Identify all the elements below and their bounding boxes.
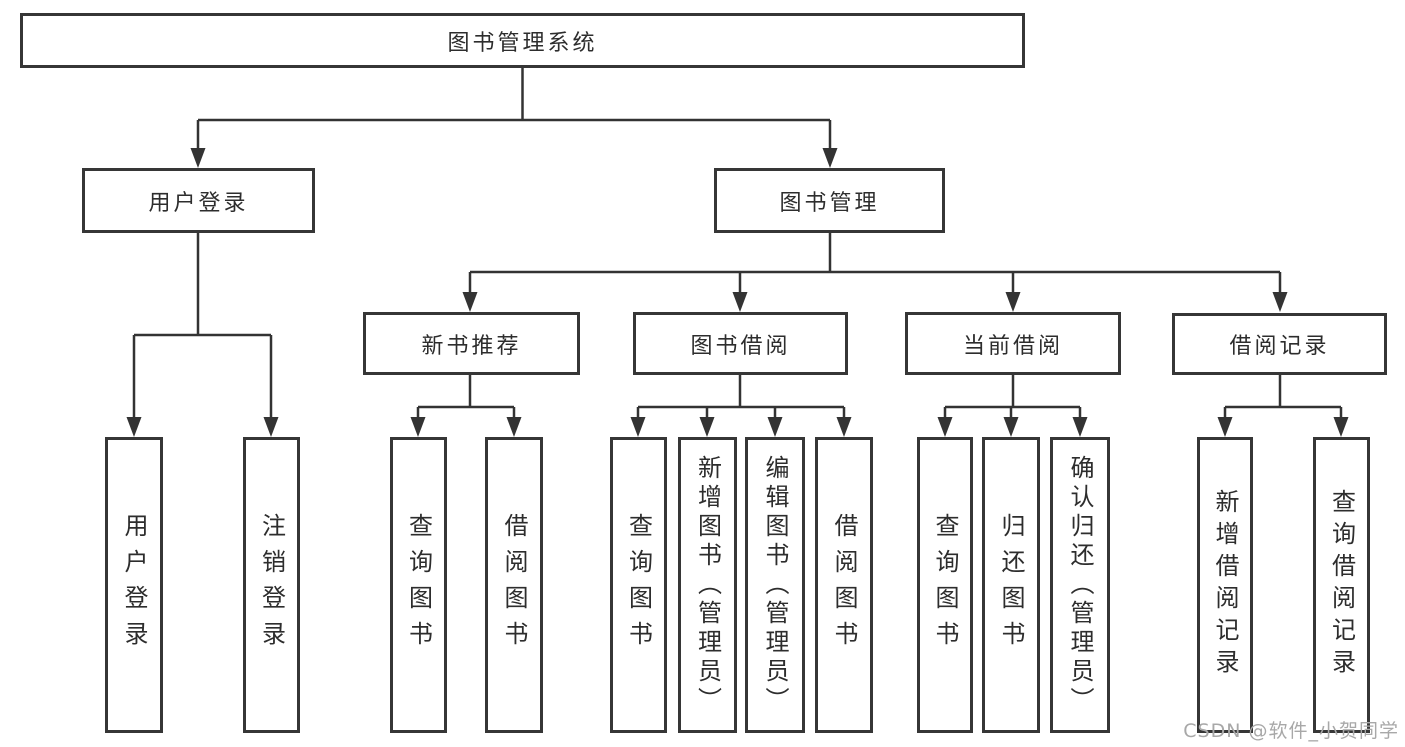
node-current-borrowing: 当前借阅 [905,312,1121,375]
arrowhead [836,417,852,437]
leaf-label: 新增借阅记录 [1211,489,1239,681]
leaf-add-book-admin: 新增图书（管理员） [678,437,737,733]
arrowhead [1333,417,1349,437]
leaf-query-borrow-record: 查询借阅记录 [1313,437,1370,733]
connector-borrow-record-group [1223,375,1343,419]
leaf-label: 编辑图书（管理员） [761,454,789,716]
leaf-label: 新增图书（管理员） [693,454,722,716]
arrowhead [126,417,142,437]
arrowheads [126,148,1349,437]
leaf-return-book: 归还图书 [982,437,1040,733]
leaf-label: 借阅图书 [500,513,528,657]
arrowhead [937,417,953,437]
connector-new-book-group [416,375,516,419]
node-book-management: 图书管理 [714,168,945,233]
arrowhead [190,148,206,168]
arrowhead [506,417,522,437]
arrowhead [1003,417,1019,437]
leaf-borrow-books-borrow: 借阅图书 [815,437,873,733]
connector-book-borrow-group [636,375,846,419]
connector-root [196,68,832,150]
arrowhead [1005,292,1021,312]
connector-user-login-group [132,233,273,419]
leaf-label: 确认归还（管理员） [1066,454,1094,716]
arrowhead [410,417,426,437]
leaf-label: 查询图书 [624,513,653,657]
leaf-query-books-borrow: 查询图书 [610,437,667,733]
leaf-logout: 注销登录 [243,437,300,733]
node-root: 图书管理系统 [20,13,1025,68]
leaf-label: 注销登录 [257,513,286,657]
arrowhead [822,148,838,168]
leaf-label: 归还图书 [997,513,1025,657]
leaf-label: 查询图书 [931,513,959,657]
arrowhead [699,417,715,437]
arrowhead [732,292,748,312]
leaf-user-login: 用户登录 [105,437,163,733]
leaf-label: 查询借阅记录 [1327,489,1356,681]
leaf-confirm-return-admin: 确认归还（管理员） [1050,437,1110,733]
connector-current-borrow-group [943,375,1082,419]
arrowhead [767,417,783,437]
leaf-edit-book-admin: 编辑图书（管理员） [745,437,805,733]
arrowhead [1072,417,1088,437]
leaf-label: 用户登录 [120,513,148,657]
node-new-book-recommend: 新书推荐 [363,312,580,375]
node-book-borrowing: 图书借阅 [633,312,848,375]
leaf-query-books-recommend: 查询图书 [390,437,447,733]
node-user-login: 用户登录 [82,168,315,233]
leaf-add-borrow-record: 新增借阅记录 [1197,437,1253,733]
leaf-borrow-books-recommend: 借阅图书 [485,437,543,733]
leaf-query-books-current: 查询图书 [917,437,973,733]
arrowhead [1217,417,1233,437]
arrowhead [462,292,478,312]
arrowhead [263,417,279,437]
arrowhead [630,417,646,437]
connector-book-management-group [468,233,1282,294]
arrowhead [1272,292,1288,312]
node-borrowing-records: 借阅记录 [1172,313,1387,375]
leaf-label: 查询图书 [404,513,433,657]
leaf-label: 借阅图书 [830,513,858,657]
watermark: CSDN @软件_小贺同学 [1183,720,1399,742]
